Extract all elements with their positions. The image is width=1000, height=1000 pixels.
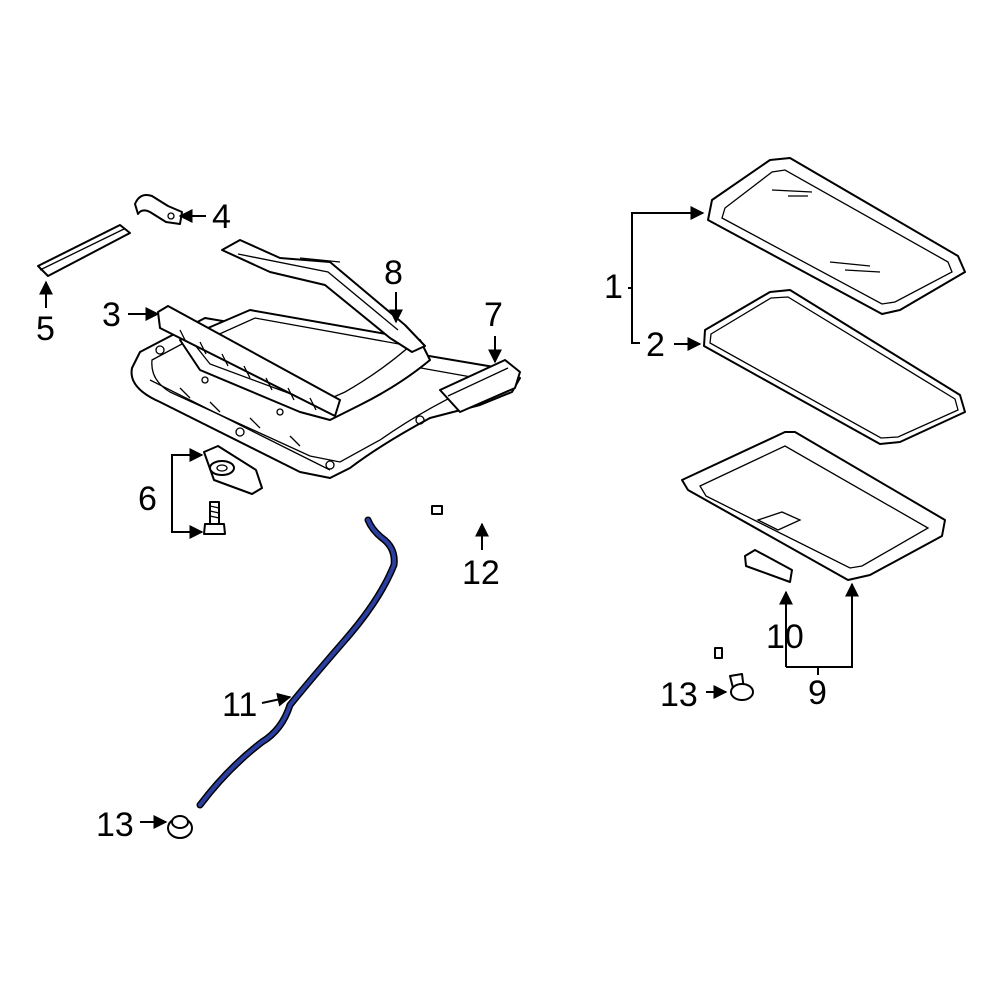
callout-13-left: 13 [96, 806, 134, 844]
part-6-bracket[interactable] [203, 445, 263, 495]
callout-9: 9 [808, 674, 827, 712]
callout-2: 2 [646, 326, 665, 364]
part-2-seal[interactable] [703, 289, 966, 445]
part-12-drain-hose[interactable] [431, 465, 723, 659]
callout-1: 1 [604, 268, 623, 306]
part-13-grommet-right[interactable] [729, 673, 754, 701]
callout-6: 6 [138, 480, 157, 518]
part-4-bracket[interactable] [134, 194, 183, 225]
callout-7: 7 [484, 296, 503, 334]
part-6-bolt[interactable] [203, 501, 226, 535]
callout-5: 5 [36, 310, 55, 348]
callout-8: 8 [384, 254, 403, 292]
part-9-sunshade[interactable] [681, 431, 946, 581]
callout-11: 11 [222, 686, 257, 724]
callout-12: 12 [462, 554, 500, 592]
leader-lines [39, 206, 859, 829]
callout-3: 3 [102, 296, 121, 334]
part-5-strip[interactable] [37, 224, 131, 277]
callout-13-right: 13 [660, 676, 698, 714]
part-3-wind-deflector[interactable] [157, 305, 341, 417]
part-8-rail[interactable] [221, 239, 426, 353]
part-13-grommet-left[interactable] [167, 815, 193, 839]
part-11-drain-hose[interactable] [196, 516, 398, 809]
callouts: 1 2 3 4 5 6 7 8 9 10 11 12 13 13 [36, 198, 827, 844]
callout-10: 10 [766, 618, 804, 656]
part-10-cover[interactable] [744, 549, 793, 583]
callout-4: 4 [212, 198, 231, 236]
part-7-rail[interactable] [439, 359, 521, 413]
part-1-glass[interactable] [707, 157, 966, 315]
